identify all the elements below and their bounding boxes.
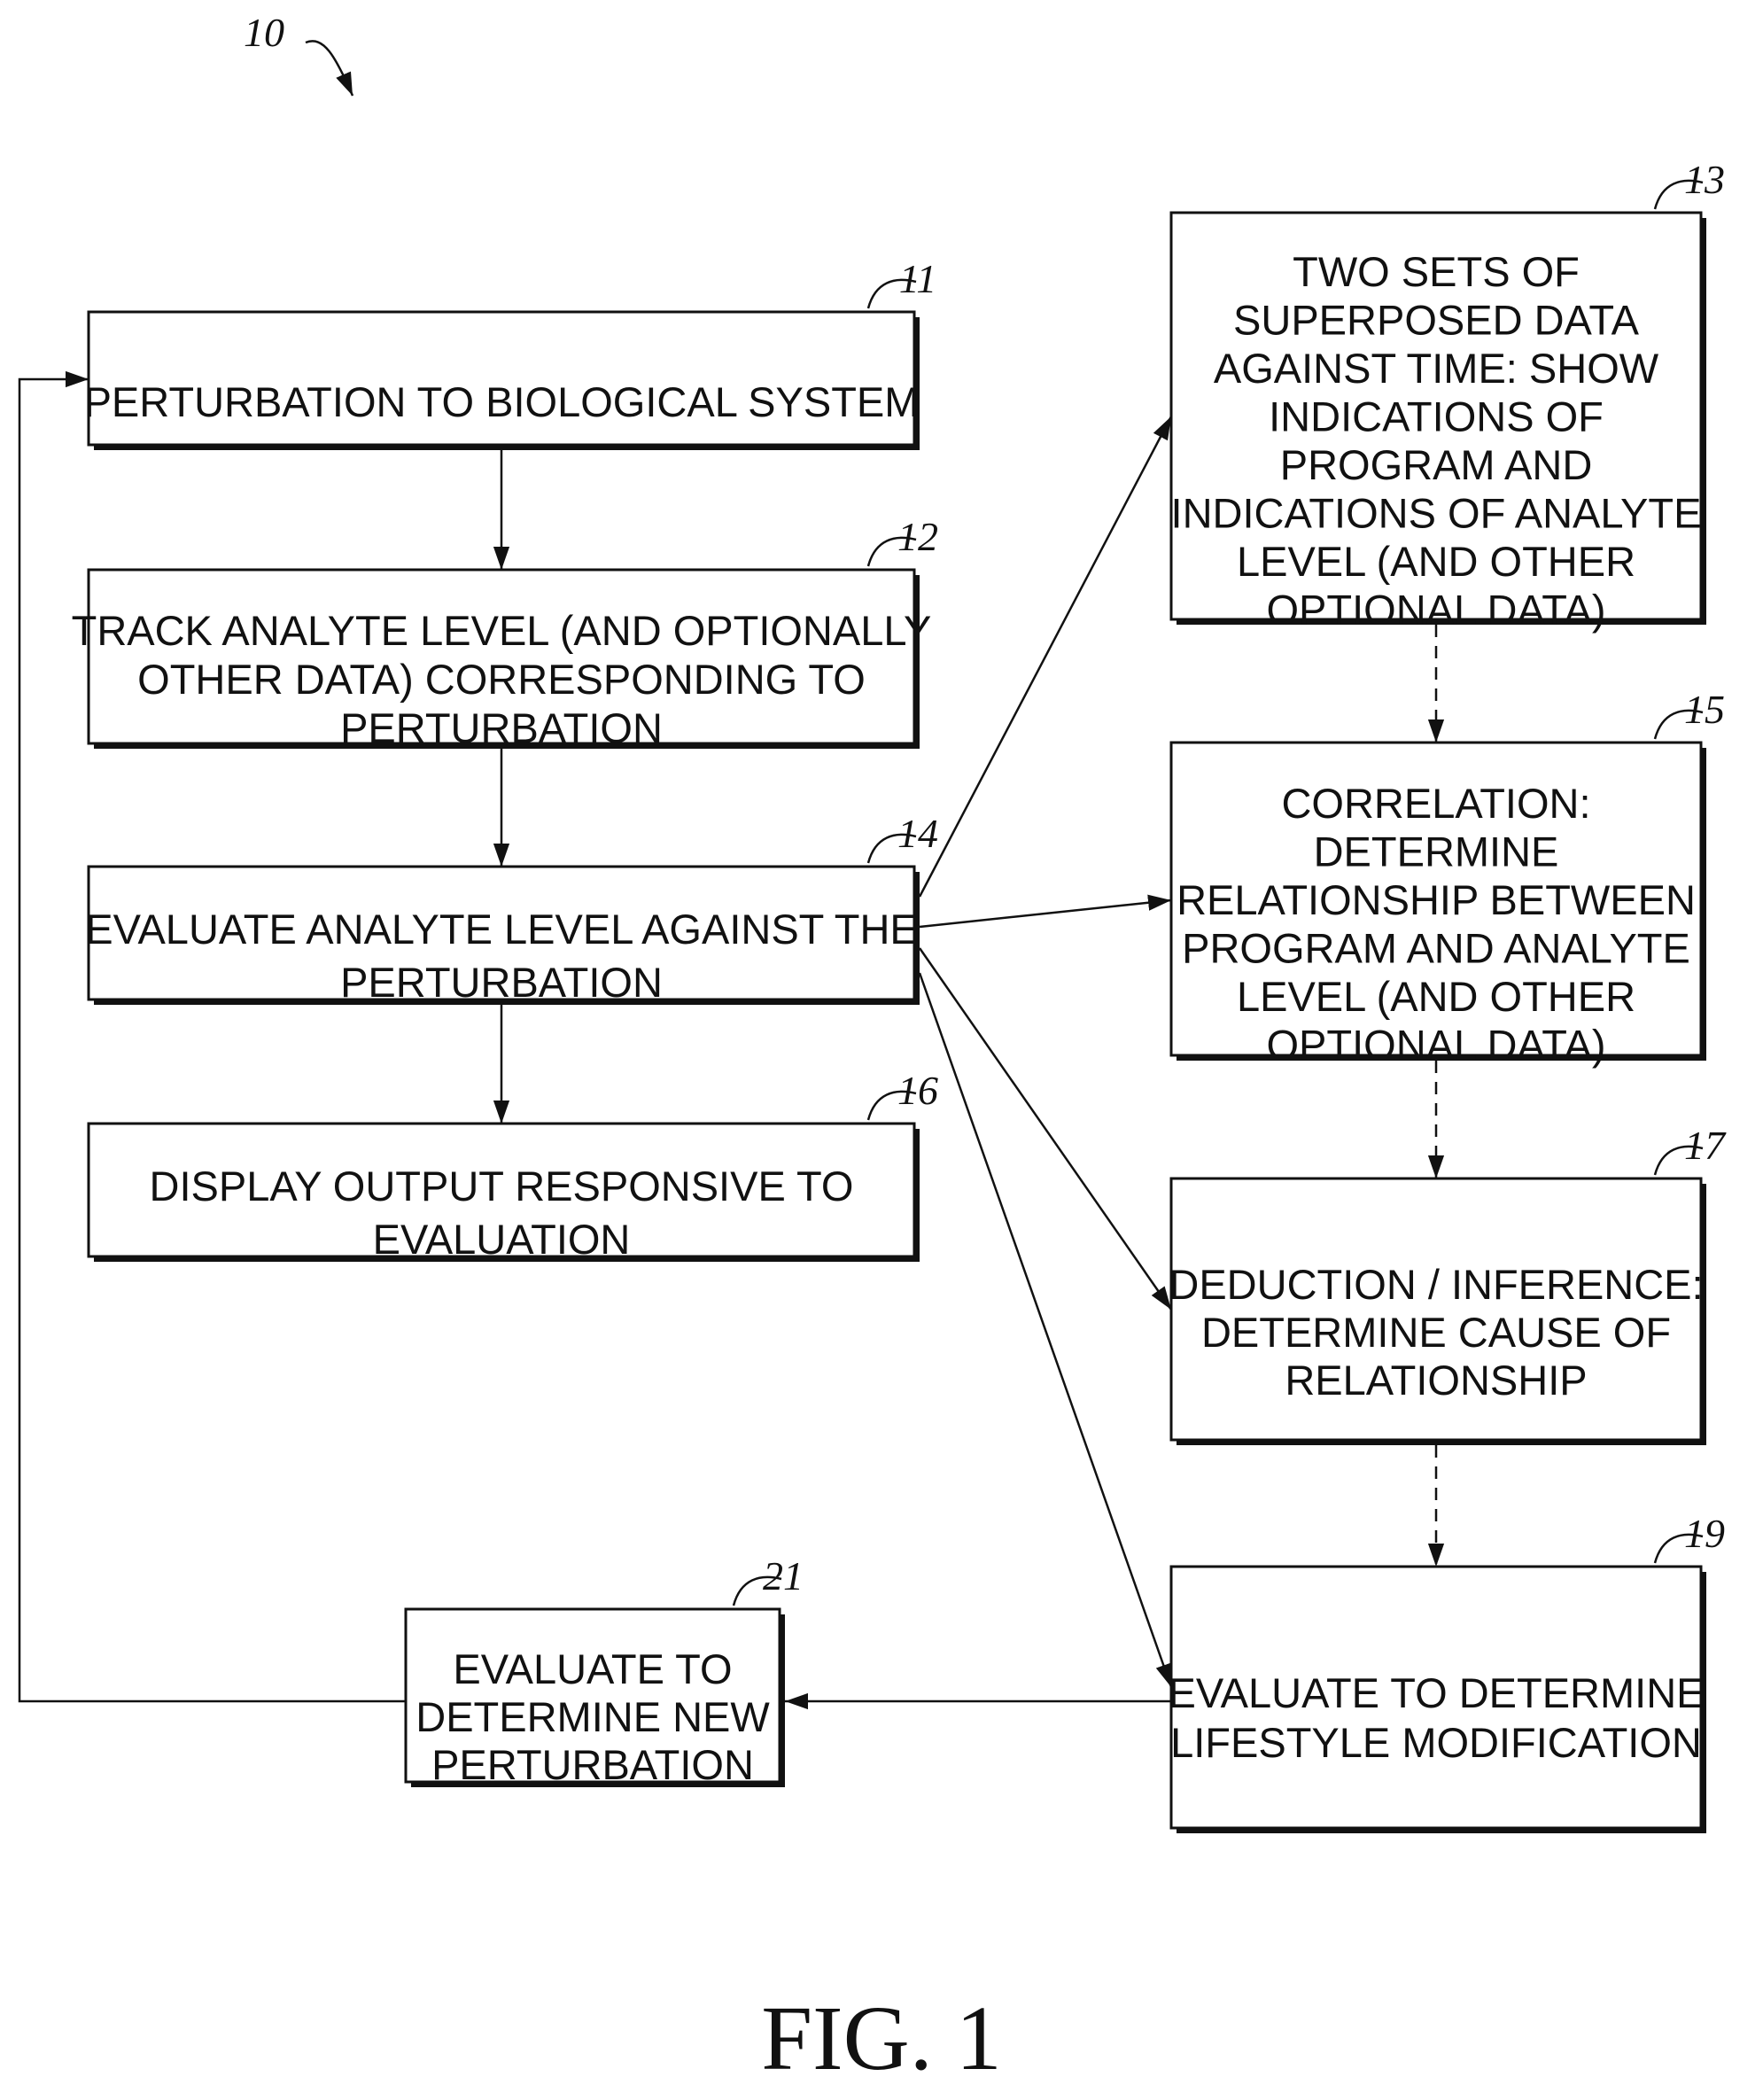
box-text-line: DETERMINE CAUSE OF	[1201, 1309, 1671, 1356]
reference-numeral-21: 21	[734, 1553, 804, 1606]
reference-number: 15	[1684, 687, 1725, 732]
box-text-line: RELATIONSHIP	[1285, 1357, 1587, 1404]
reference-number: 19	[1684, 1511, 1725, 1556]
reference-number: 14	[897, 811, 938, 856]
box-text-line: DISPLAY OUTPUT RESPONSIVE TO	[150, 1163, 854, 1209]
box-text-line: DEDUCTION / INFERENCE:	[1169, 1261, 1703, 1308]
reference-numeral-19: 19	[1655, 1511, 1725, 1563]
box-text-line: PERTURBATION	[340, 704, 663, 751]
process-box-12: TRACK ANALYTE LEVEL (AND OPTIONALLYOTHER…	[72, 514, 938, 751]
process-box-13: TWO SETS OFSUPERPOSED DATAAGAINST TIME: …	[1171, 157, 1725, 634]
box-text-line: DETERMINE NEW	[416, 1693, 770, 1740]
box-text-line: PERTURBATION	[431, 1741, 754, 1788]
reference-number: 17	[1684, 1123, 1727, 1168]
reference-numeral-11: 11	[868, 256, 936, 308]
reference-number: 12	[897, 514, 938, 559]
process-box-11: PERTURBATION TO BIOLOGICAL SYSTEM 11	[84, 256, 937, 450]
box-text-line: PROGRAM AND ANALYTE	[1182, 925, 1690, 972]
box-text-line: PERTURBATION TO BIOLOGICAL SYSTEM	[84, 378, 920, 425]
box-text-line: OTHER DATA) CORRESPONDING TO	[137, 656, 866, 703]
process-box-17: DEDUCTION / INFERENCE:DETERMINE CAUSE OF…	[1169, 1123, 1727, 1445]
box-text-line: EVALUATE TO	[453, 1645, 732, 1692]
box-text-line: OPTIONAL DATA)	[1267, 1022, 1606, 1069]
figure-ref-leader	[306, 41, 353, 96]
figure-ref-label: 10	[244, 10, 353, 96]
reference-number: 16	[897, 1068, 938, 1113]
arrow-14-to-19	[920, 973, 1171, 1687]
box-text-line: LIFESTYLE MODIFICATION	[1170, 1719, 1702, 1766]
box-text-line: LEVEL (AND OTHER	[1237, 973, 1635, 1020]
box-text-line: INDICATIONS OF ANALYTE	[1171, 490, 1702, 537]
box-text-line: TRACK ANALYTE LEVEL (AND OPTIONALLY	[72, 607, 932, 654]
box-text-line: LEVEL (AND OTHER	[1237, 538, 1635, 585]
reference-numeral-14: 14	[868, 811, 938, 863]
figure-ref-number: 10	[244, 10, 284, 55]
reference-numeral-12: 12	[868, 514, 938, 566]
process-box-21: EVALUATE TODETERMINE NEWPERTURBATION 21	[406, 1553, 804, 1788]
reference-numeral-15: 15	[1655, 687, 1725, 739]
box-text-line: AGAINST TIME: SHOW	[1214, 345, 1659, 392]
process-box-19: EVALUATE TO DETERMINELIFESTYLE MODIFICAT…	[1168, 1511, 1725, 1833]
box-text-line: EVALUATE TO DETERMINE	[1168, 1669, 1704, 1716]
box-text-line: EVALUATE ANALYTE LEVEL AGAINST THE	[85, 906, 918, 953]
reference-number: 21	[763, 1553, 804, 1598]
process-box-15: CORRELATION:DETERMINERELATIONSHIP BETWEE…	[1171, 687, 1725, 1069]
arrow-14-to-15	[920, 900, 1171, 927]
reference-number: 13	[1684, 157, 1725, 202]
process-box-16: DISPLAY OUTPUT RESPONSIVE TO EVALUATION 16	[89, 1068, 938, 1263]
box-text-line: RELATIONSHIP BETWEEN	[1177, 876, 1696, 923]
reference-numeral-17: 17	[1655, 1123, 1727, 1175]
box-text-line: TWO SETS OF	[1293, 248, 1580, 295]
box-text-line: OPTIONAL DATA)	[1267, 587, 1606, 634]
box-text-line: SUPERPOSED DATA	[1233, 297, 1640, 344]
figure-caption: FIG. 1	[761, 1987, 1002, 2089]
arrow-14-to-17	[920, 948, 1171, 1310]
reference-number: 11	[899, 256, 937, 301]
box-text-line: INDICATIONS OF	[1269, 393, 1604, 440]
process-boxes: PERTURBATION TO BIOLOGICAL SYSTEM 11TRACK…	[72, 157, 1727, 1833]
reference-numeral-16: 16	[868, 1068, 938, 1120]
arrow-14-to-13	[920, 416, 1171, 897]
box-text-line: CORRELATION:	[1281, 780, 1590, 827]
box-text-line: DETERMINE	[1314, 828, 1559, 875]
box-text-line: PERTURBATION	[340, 959, 663, 1006]
reference-numeral-13: 13	[1655, 157, 1725, 209]
process-box-14: EVALUATE ANALYTE LEVEL AGAINST THE PERTUR…	[85, 811, 938, 1006]
box-text-line: EVALUATION	[373, 1216, 631, 1263]
box-text-line: PROGRAM AND	[1280, 441, 1593, 488]
